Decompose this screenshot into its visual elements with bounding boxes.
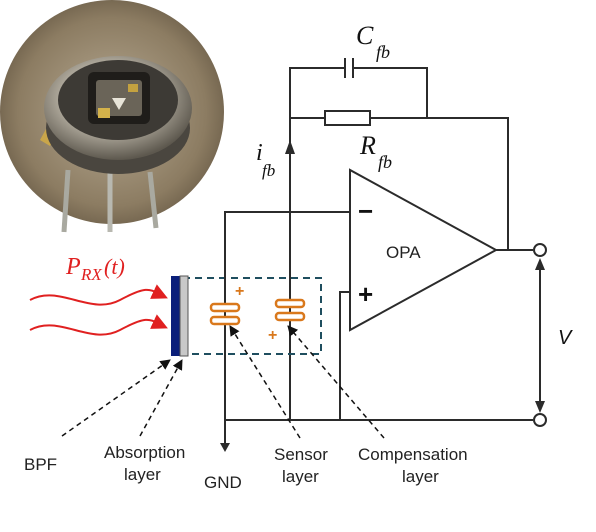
compensation-label-line1: Compensation: [358, 445, 468, 464]
compensation-element: [274, 298, 306, 322]
gnd-label: GND: [204, 473, 242, 492]
compensation-polarity: +: [268, 327, 277, 344]
opamp-plus-sign: +: [358, 279, 373, 309]
feedback-wire-cap-right: [353, 67, 428, 118]
bpf-label: BPF: [24, 455, 57, 474]
absorption-pointer: [139, 359, 183, 437]
voltage-arrow-bottom: [535, 401, 545, 413]
sensor-element: [209, 212, 241, 420]
compensation-label-line2: layer: [402, 467, 439, 486]
sensor-label-line2: layer: [282, 467, 319, 486]
sensor-pointer: [229, 325, 301, 439]
absorption-label-line1: Absorption: [104, 443, 185, 462]
output-voltage-label: V: [558, 327, 573, 349]
gnd-symbol: [220, 443, 230, 452]
sensor-photo: [0, 0, 224, 233]
resistor-label-main: R: [359, 131, 376, 160]
output-terminal-bottom: [533, 413, 547, 427]
voltage-arrow-top: [535, 258, 545, 270]
absorption-label-line2: layer: [124, 465, 161, 484]
opamp-triangle: [349, 168, 499, 332]
current-label-main: i: [256, 140, 263, 166]
compensation-pointer: [287, 325, 385, 439]
capacitor-label-sub: fb: [376, 42, 390, 62]
bpf-layer: [171, 276, 180, 356]
input-signal-arg: (t): [104, 254, 125, 279]
sensor-polarity: +: [235, 283, 244, 300]
capacitor-label-main: C: [356, 21, 374, 50]
current-arrow: [285, 140, 295, 154]
input-signal-sub: RX: [80, 265, 102, 284]
plus-input-wire: [339, 291, 350, 420]
sensor-label-line1: Sensor: [274, 445, 328, 464]
opamp-label: OPA: [386, 243, 421, 262]
bpf-pointer: [61, 359, 171, 437]
feedback-resistor: [324, 110, 371, 126]
feedback-wire-left: [289, 67, 345, 252]
output-terminal-top: [533, 243, 547, 257]
current-label-sub: fb: [262, 161, 275, 180]
opamp-minus-sign: −: [358, 196, 373, 226]
absorption-layer: [179, 275, 189, 357]
feedback-capacitor: [344, 58, 354, 78]
resistor-label-sub: fb: [378, 152, 392, 172]
input-signal-main: P: [65, 254, 81, 280]
resistor-wire-right: [370, 117, 509, 250]
incident-radiation: [29, 284, 168, 336]
pointer-arrows: [61, 325, 385, 439]
